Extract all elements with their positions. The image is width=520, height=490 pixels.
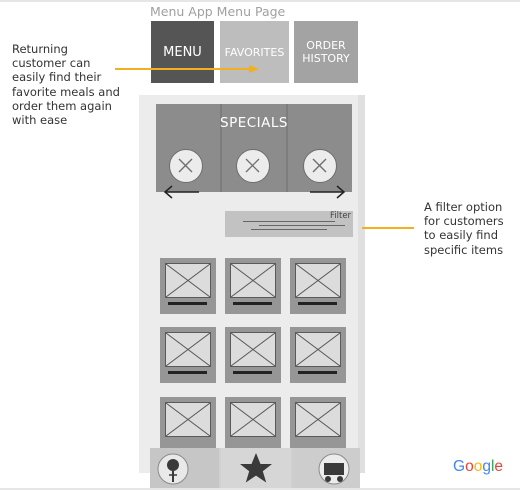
placeholder-image-icon: [165, 402, 211, 437]
placeholder-image-icon: [165, 332, 211, 367]
placeholder-image-icon[interactable]: [303, 149, 337, 183]
item-label-bar: [168, 302, 207, 305]
annotation-favorites: Returning customer can easily find their…: [12, 42, 120, 128]
item-label-bar: [168, 371, 207, 374]
annotation-line-right: [362, 227, 414, 229]
placeholder-image-icon[interactable]: [236, 149, 270, 183]
menu-item-tile[interactable]: [290, 327, 346, 383]
google-logo: Google: [453, 458, 504, 475]
menu-item-tile[interactable]: [160, 327, 216, 383]
filter-line: [259, 225, 345, 226]
annotation-filter: A filter option for customers to easily …: [424, 200, 504, 257]
arrow-left-icon[interactable]: [163, 184, 201, 200]
carousel-divider: [286, 104, 288, 192]
bottom-divider: [0, 488, 520, 490]
nav-cart[interactable]: [293, 448, 360, 488]
menu-item-tile[interactable]: [290, 258, 346, 314]
scrollbar[interactable]: [358, 95, 365, 473]
filter-line: [243, 221, 335, 222]
arrow-right-icon[interactable]: [308, 184, 346, 200]
tab-favorites[interactable]: FAVORITES: [220, 21, 289, 83]
menu-item-tile[interactable]: [160, 397, 216, 453]
item-label-bar: [233, 371, 272, 374]
placeholder-image-icon: [230, 332, 276, 367]
menu-item-tile[interactable]: [290, 397, 346, 453]
item-label-bar: [298, 371, 337, 374]
cart-icon: [318, 453, 350, 485]
carousel-divider: [220, 104, 222, 192]
placeholder-image-icon: [295, 402, 341, 437]
placeholder-image-icon: [230, 263, 276, 298]
menu-item-tile[interactable]: [225, 258, 281, 314]
filter-line: [251, 229, 327, 230]
placeholder-image-icon: [230, 402, 276, 437]
page-title: Menu App Menu Page: [150, 4, 286, 19]
top-divider: [0, 0, 520, 2]
star-icon: [240, 453, 272, 483]
specials-title: SPECIALS: [220, 115, 288, 131]
placeholder-image-icon: [165, 263, 211, 298]
menu-item-tile[interactable]: [225, 327, 281, 383]
nav-favorites[interactable]: [221, 448, 291, 488]
tab-menu[interactable]: MENU: [151, 21, 214, 83]
filter-label: Filter: [330, 211, 352, 221]
menu-item-tile[interactable]: [160, 258, 216, 314]
item-label-bar: [233, 302, 272, 305]
person-icon: [157, 453, 189, 485]
placeholder-image-icon: [295, 332, 341, 367]
placeholder-image-icon[interactable]: [169, 149, 203, 183]
item-label-bar: [298, 302, 337, 305]
filter-bar[interactable]: [225, 211, 353, 237]
menu-item-tile[interactable]: [225, 397, 281, 453]
nav-account[interactable]: [150, 448, 219, 488]
annotation-arrow-left: [115, 65, 259, 73]
placeholder-image-icon: [295, 263, 341, 298]
